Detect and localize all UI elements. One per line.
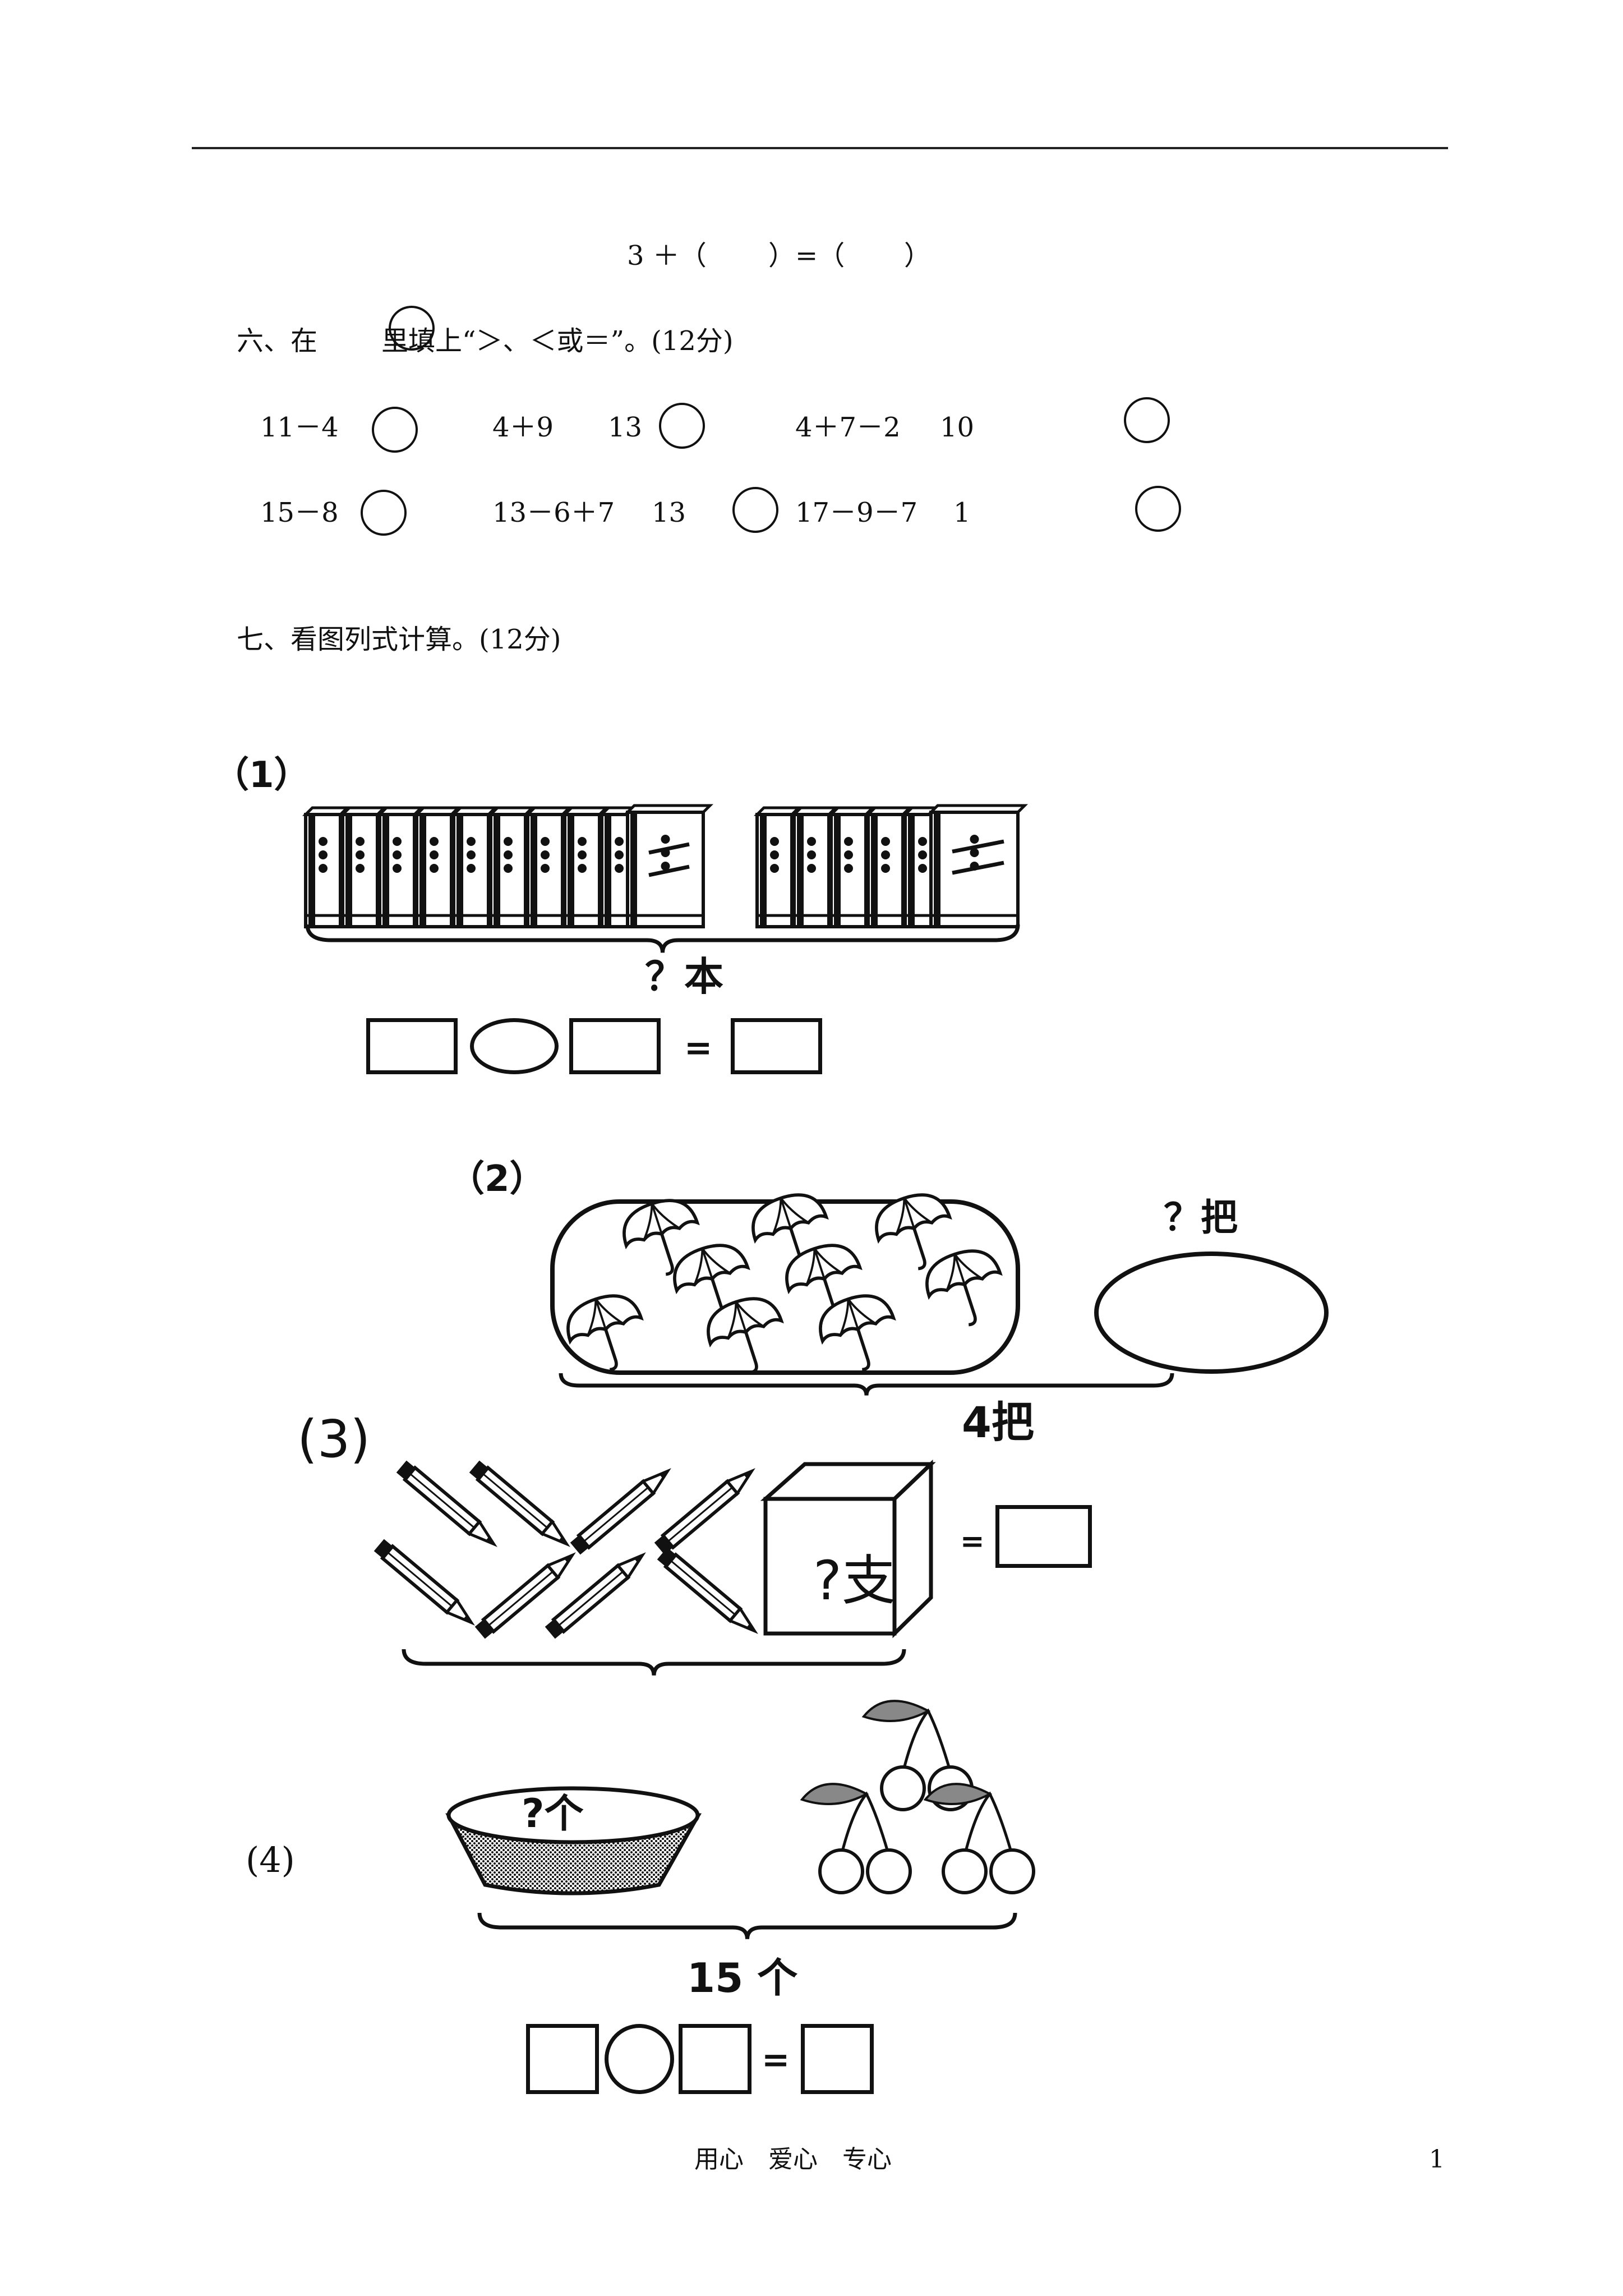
book-icon	[413, 806, 462, 928]
compare-circle-6[interactable]	[1135, 486, 1181, 532]
pencil-icon	[469, 1460, 570, 1547]
row1-expr-1: 11－4	[260, 412, 339, 443]
compare-circle-4[interactable]	[361, 490, 407, 536]
empty-oval	[1094, 1251, 1329, 1374]
book-icon	[827, 806, 877, 928]
row2-expr-1: 15－8	[260, 497, 339, 528]
problem4-caption: 15 个	[687, 1954, 798, 2001]
problem3-label: (3)	[297, 1409, 371, 1469]
top-eq-part1: 3 ＋（	[627, 240, 707, 272]
book-icon	[339, 806, 388, 928]
operator-oval-1[interactable]	[470, 1018, 559, 1074]
umbrella-icon	[623, 1199, 700, 1276]
book-icon	[450, 806, 499, 928]
pencils-brace	[402, 1649, 906, 1676]
problem4-basket-text: ?个	[522, 1791, 584, 1837]
row2-expr-3: 13	[652, 497, 686, 528]
operator-oval-4[interactable]	[605, 2024, 674, 2094]
problem3-box-text: ?支	[813, 1549, 896, 1612]
answer-box-4b[interactable]	[679, 2024, 751, 2094]
compare-circle-1[interactable]	[372, 407, 418, 453]
answer-box-3[interactable]	[995, 1505, 1092, 1568]
compare-circle-3[interactable]	[1124, 397, 1170, 443]
umbrella-icon	[707, 1297, 784, 1374]
footer-motto: 用心 爱心 专心	[694, 2145, 892, 2174]
basket-rim	[446, 1786, 700, 1844]
row2-expr-2: 13－6＋7	[492, 497, 615, 528]
top-eq-part2: ）=（	[768, 240, 845, 272]
equals-sign-3: =	[960, 1525, 985, 1558]
section6-title-prefix: 六、在	[237, 325, 318, 357]
problem1-label: （1）	[213, 754, 310, 796]
answer-box-1a[interactable]	[366, 1018, 458, 1074]
page-number: 1	[1429, 2145, 1445, 2174]
book-icon	[864, 806, 914, 928]
book-stripe	[952, 861, 1004, 875]
cherry-icon	[923, 1783, 1035, 1894]
answer-box-1c[interactable]	[731, 1018, 822, 1074]
pencil-icon	[545, 1552, 646, 1639]
compare-circle-2[interactable]	[659, 403, 705, 449]
pencil-icon	[396, 1460, 497, 1547]
umbrella-icon	[875, 1193, 952, 1271]
book-icon	[561, 806, 610, 928]
row2-expr-4: 17－9－7	[795, 497, 918, 528]
book-stripe	[952, 839, 1004, 854]
pencil-icon	[657, 1547, 758, 1634]
pencil-icon	[374, 1539, 475, 1626]
row2-expr-5: 1	[953, 497, 971, 528]
books-illustration	[302, 804, 1029, 953]
equals-sign-4: =	[762, 2040, 790, 2079]
cherry-icon	[800, 1783, 912, 1894]
pencils-illustration	[374, 1459, 936, 1676]
problem2-label: （2）	[449, 1158, 546, 1200]
compare-circle-5[interactable]	[732, 487, 778, 533]
answer-box-4a[interactable]	[526, 2024, 599, 2094]
answer-box-4c[interactable]	[801, 2024, 874, 2094]
basket-cherries-illustration	[445, 1700, 1035, 1940]
book-icon	[753, 806, 803, 928]
books-brace	[305, 924, 1020, 953]
book-icon	[487, 806, 536, 928]
row1-expr-5: 10	[940, 412, 975, 443]
problem1-caption: ？本	[645, 954, 723, 1000]
header-rule	[192, 147, 1448, 149]
problem2-top-caption: ？把	[1164, 1196, 1238, 1239]
umbrella-icon	[566, 1294, 644, 1372]
basket-brace	[477, 1912, 1017, 1940]
umbrella-icon	[751, 1193, 829, 1271]
row1-expr-2: 4＋9	[492, 412, 554, 443]
row1-expr-4: 4＋7－2	[795, 412, 901, 443]
book-icon	[524, 806, 573, 928]
pencil-icon	[474, 1552, 576, 1639]
umbrella-illustration	[550, 1193, 1329, 1396]
book-icon	[927, 804, 1029, 928]
umbrella-brace	[559, 1373, 1174, 1396]
equals-sign-1: =	[684, 1028, 713, 1068]
title-circle-icon	[389, 306, 435, 351]
book-icon	[302, 806, 351, 928]
problem2-bottom-caption: 4把	[962, 1397, 1034, 1447]
umbrella-icon	[819, 1294, 896, 1372]
section7-title: 七、看图列式计算。(12分)	[237, 624, 561, 655]
book-stripe	[648, 864, 690, 877]
section6-title-suffix: 里填上“＞、＜或＝”。(12分)	[381, 325, 734, 357]
pencil-icon	[654, 1468, 755, 1555]
book-icon	[790, 806, 840, 928]
umbrella-icon	[925, 1249, 1003, 1327]
book-icon	[376, 806, 425, 928]
top-eq-part3: ）	[904, 240, 932, 272]
row1-expr-3: 13	[608, 412, 643, 443]
answer-box-1b[interactable]	[569, 1018, 661, 1074]
problem4-label: (4)	[246, 1839, 295, 1880]
cube-front	[763, 1497, 897, 1636]
book-stripe	[648, 842, 690, 855]
pencil-icon	[570, 1468, 671, 1555]
